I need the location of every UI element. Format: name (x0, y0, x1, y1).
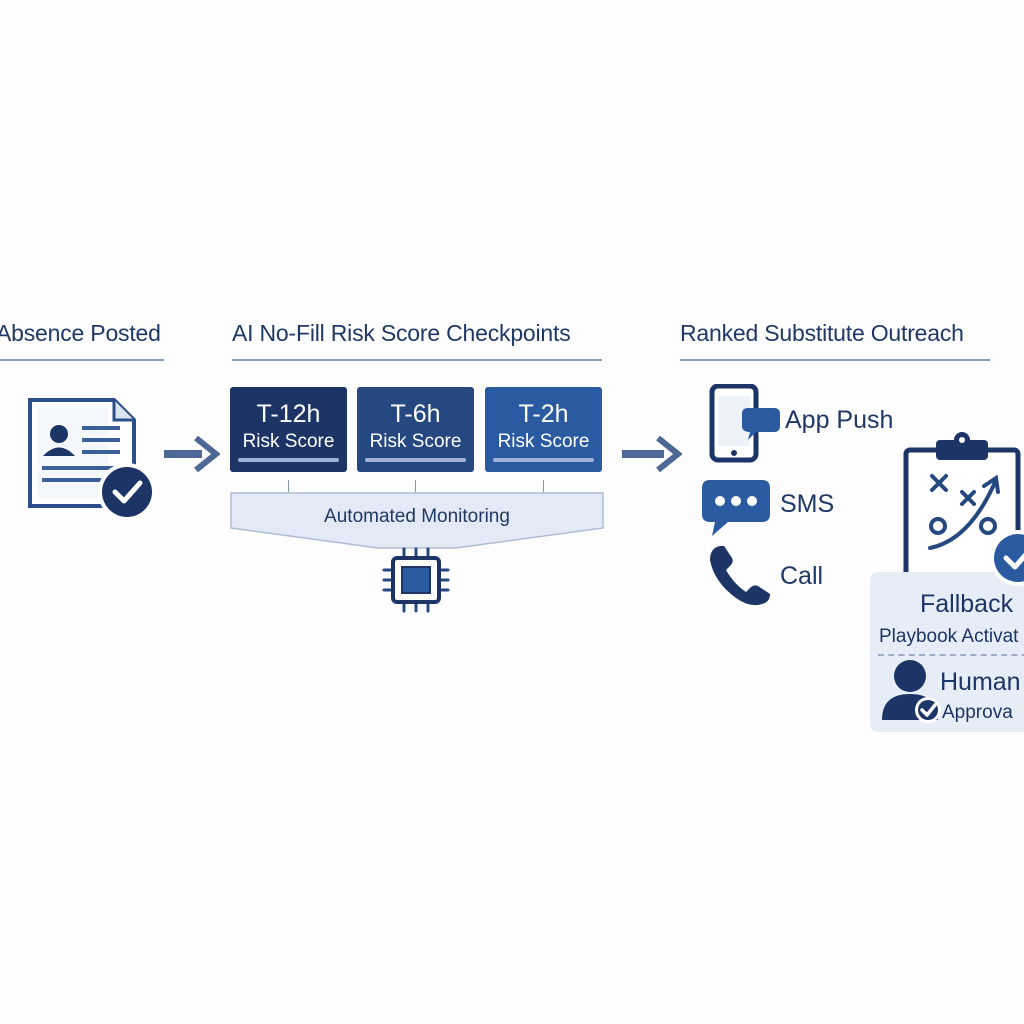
checkpoint-time: T-2h (518, 400, 569, 428)
outreach-heading: Ranked Substitute Outreach (680, 320, 964, 346)
checkpoint-bar (238, 458, 339, 462)
fallback-title: Fallback (920, 590, 1014, 618)
clipboard-playbook-icon (903, 432, 1021, 585)
outreach-heading-rule (680, 359, 990, 361)
checkpoint-label: Risk Score (369, 431, 462, 452)
checkpoint-connector (288, 480, 289, 492)
monitoring-funnel (230, 492, 604, 549)
flow-arrow-1 (164, 436, 220, 472)
human-subtitle: Approva (942, 702, 1013, 723)
chip-icon (382, 547, 450, 613)
monitoring-label: Automated Monitoring (324, 506, 510, 527)
fallback-divider (878, 654, 1024, 656)
checkpoint-t12: T-12h Risk Score (230, 387, 347, 472)
person-approve-icon (882, 660, 941, 723)
channel-label-call: Call (780, 562, 824, 590)
channel-label-sms: SMS (780, 490, 835, 518)
checkpoint-time: T-12h (256, 400, 321, 428)
checkpoint-t2: T-2h Risk Score (485, 387, 602, 472)
flow-arrow-2 (622, 436, 682, 472)
document-check-icon (28, 398, 156, 521)
absence-heading-rule (0, 359, 164, 361)
check-badge-icon (990, 530, 1024, 586)
checkpoint-label: Risk Score (497, 431, 590, 452)
human-title: Human (940, 668, 1021, 696)
checkpoint-connector (415, 480, 416, 492)
fallback-subtitle: Playbook Activat (879, 626, 1019, 647)
checkpoints-heading-rule (232, 359, 602, 361)
channel-label-app-push: App Push (785, 406, 894, 434)
absence-heading: Absence Posted (0, 320, 161, 346)
checkpoint-t6: T-6h Risk Score (357, 387, 474, 472)
phone-handset-icon (710, 546, 770, 606)
checkpoint-connector (543, 480, 544, 492)
sms-bubble-icon (702, 480, 770, 536)
checkpoint-bar (493, 458, 594, 462)
checkpoint-time: T-6h (390, 400, 441, 428)
checkpoint-bar (365, 458, 466, 462)
checkpoint-label: Risk Score (242, 431, 335, 452)
phone-chat-icon (709, 384, 780, 463)
checkpoints-heading: AI No-Fill Risk Score Checkpoints (232, 320, 571, 346)
